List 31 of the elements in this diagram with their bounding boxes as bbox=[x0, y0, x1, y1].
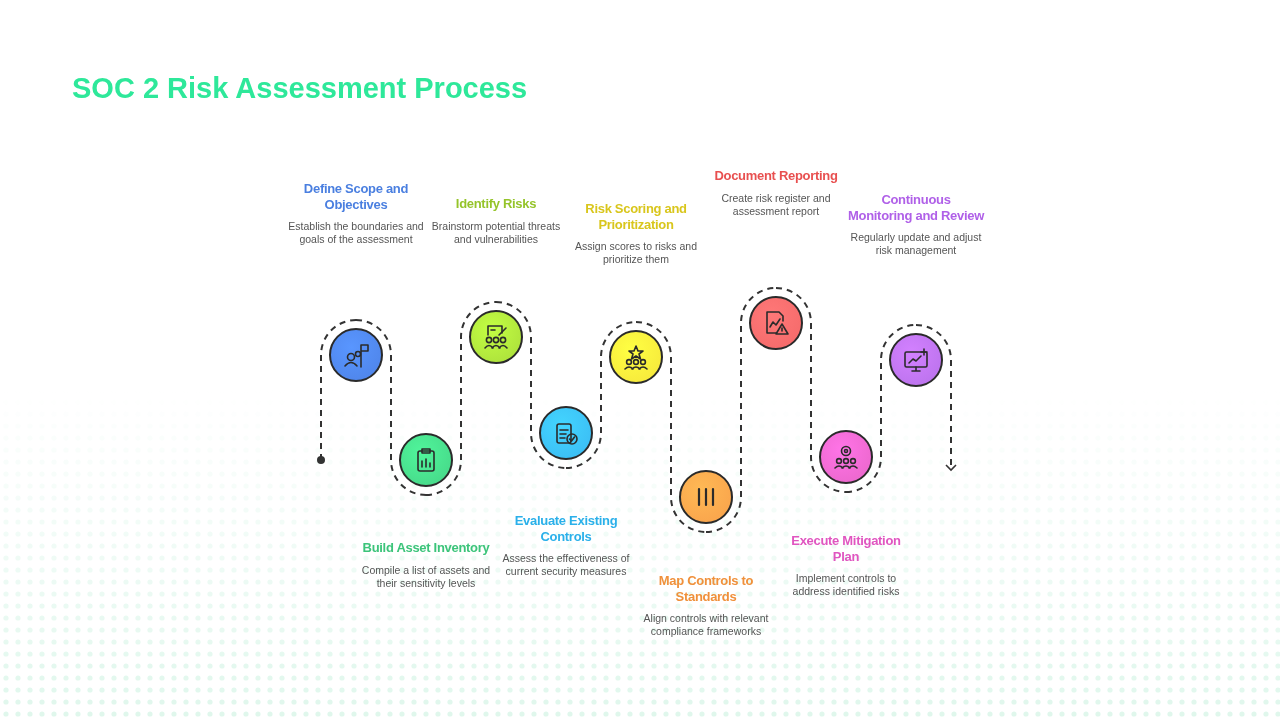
step-title: Build Asset Inventory bbox=[361, 540, 491, 556]
step-description: Compile a list of assets and their sensitivity levels bbox=[360, 563, 492, 591]
step-title: Risk Scoring and Prioritization bbox=[584, 201, 688, 232]
step-description: Assign scores to risks and prioritize them bbox=[574, 240, 698, 267]
step-circle bbox=[749, 296, 803, 350]
dashed-connector bbox=[635, 321, 707, 533]
step-description: Brainstorm potential threats and vulnerabilities bbox=[430, 219, 562, 247]
step-title: Document Reporting bbox=[713, 168, 839, 184]
step-circle bbox=[609, 330, 663, 384]
step-description: Regularly update and adjust risk management bbox=[849, 231, 983, 258]
step-circle bbox=[469, 310, 523, 364]
step-title: Continuous Monitoring and Review bbox=[848, 192, 984, 223]
step-description: Create risk register and assessment report bbox=[720, 191, 832, 219]
step-description: Assess the effectiveness of current security measures bbox=[501, 552, 631, 579]
dashed-connector bbox=[355, 319, 427, 496]
step-circle bbox=[329, 328, 383, 382]
dashed-connector bbox=[495, 301, 567, 469]
step-title: Execute Mitigation Plan bbox=[790, 533, 902, 564]
step-title: Evaluate Existing Controls bbox=[513, 513, 619, 544]
dashed-connector bbox=[775, 287, 847, 493]
dashed-connector bbox=[915, 324, 957, 471]
step-circle bbox=[889, 333, 943, 387]
step-description: Establish the boundaries and goals of the assessment bbox=[288, 220, 424, 247]
title: SOC 2 Risk Assessment Process bbox=[72, 72, 528, 105]
dashed-connector bbox=[317, 319, 357, 464]
step-description: Align controls with relevant compliance frameworks bbox=[642, 612, 770, 639]
step-title: Map Controls to Standards bbox=[657, 573, 755, 604]
step-title: Identify Risks bbox=[454, 196, 538, 212]
step-description: Implement controls to address identified risks bbox=[791, 572, 901, 599]
step-title: Define Scope and Objectives bbox=[302, 181, 410, 212]
dashed-connector bbox=[425, 301, 497, 496]
